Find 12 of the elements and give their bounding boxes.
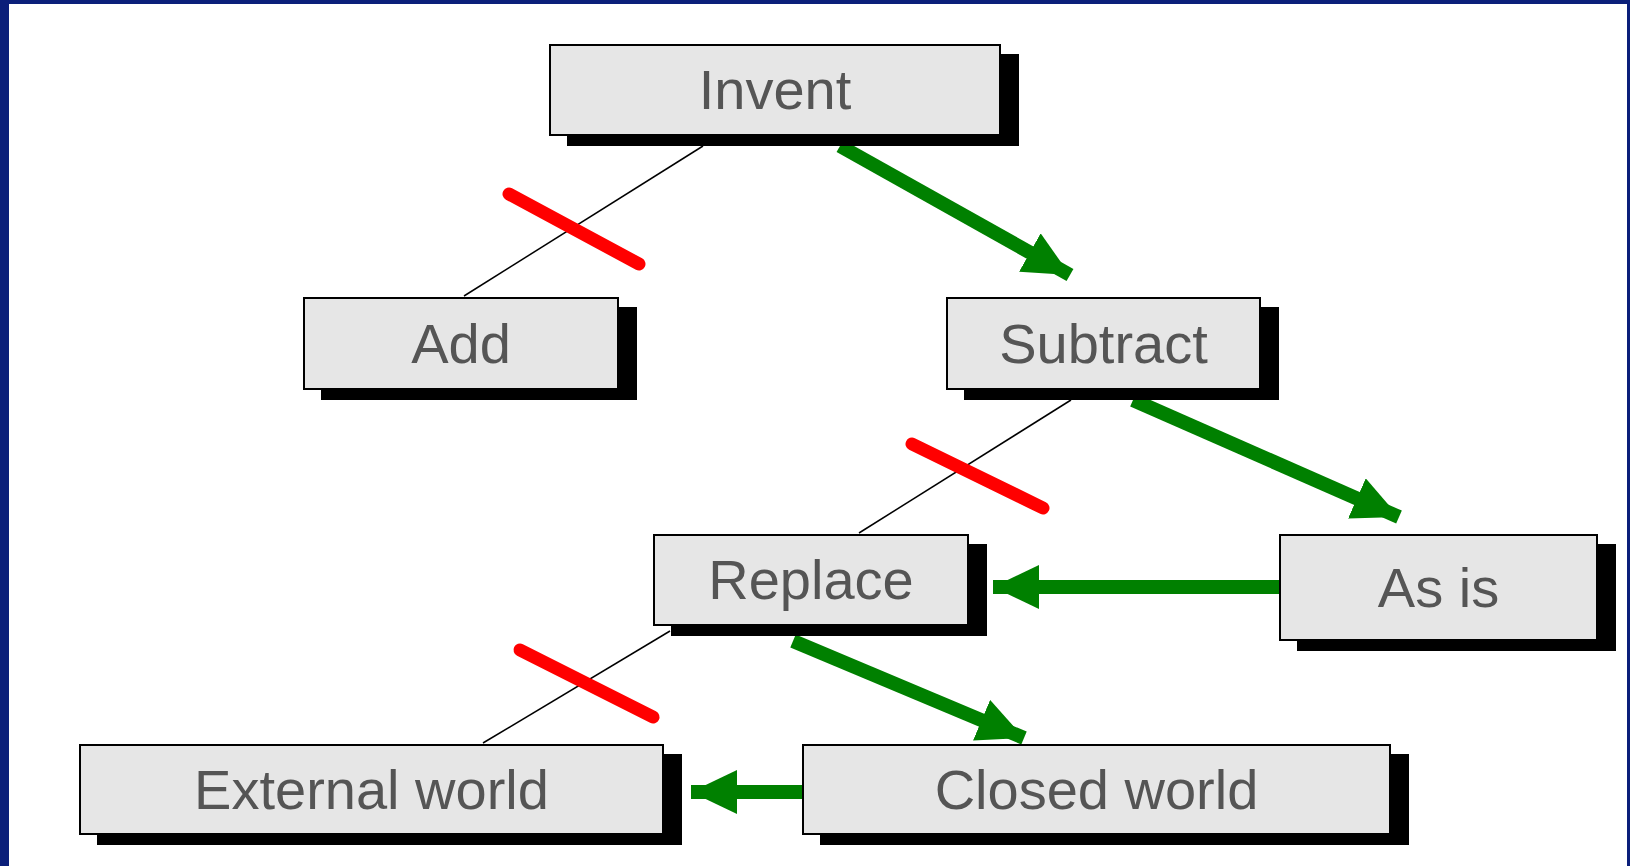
arrow	[993, 565, 1279, 609]
connector-line	[482, 630, 671, 744]
node-label: Invent	[698, 62, 852, 118]
node-label: External world	[194, 761, 549, 818]
node-label: Subtract	[999, 315, 1208, 372]
node-label: Add	[411, 315, 511, 372]
arrow	[691, 770, 802, 814]
arrow	[790, 634, 1027, 745]
node-label: Closed world	[934, 761, 1259, 818]
connector-line	[463, 145, 704, 297]
node-label: As is	[1377, 559, 1500, 616]
connector-line	[858, 399, 1072, 534]
